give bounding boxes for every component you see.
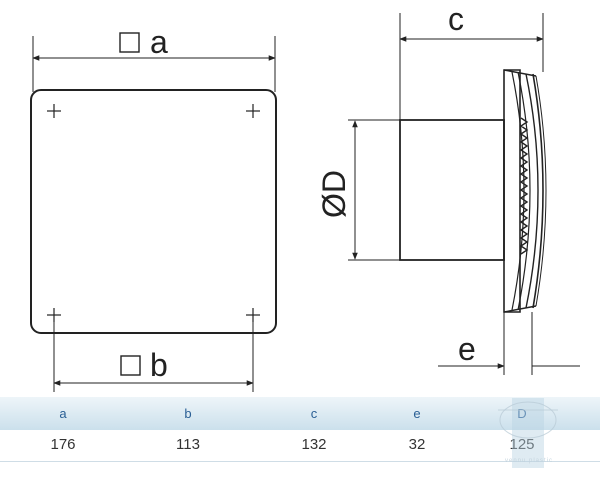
mounting-holes [47,104,260,322]
label-b: b [150,347,168,383]
square-symbol-b [120,355,141,376]
value-e: 32 [408,436,426,453]
value-d: 125 [509,436,535,453]
header-e: e [413,406,421,421]
front-cover-profile [532,73,544,309]
header-c: c [310,406,318,421]
table-header-row: a b c e D [0,397,600,430]
label-d: ØD [316,170,352,218]
value-b: 113 [176,436,200,453]
header-a: a [59,406,67,421]
value-c: 132 [301,436,327,453]
front-view [30,32,277,392]
watermark-text: vennu plastic [505,458,554,464]
dimension-table: a b c e D 176 113 132 32 125 [0,397,600,462]
side-view [348,13,580,375]
grille-louvres [519,117,529,255]
label-a: a [150,24,168,60]
value-a: 176 [50,436,76,453]
fan-dimension-drawing: a b c ØD e [30,1,580,392]
duct-spigot [399,119,505,261]
square-symbol-a [119,32,140,53]
header-b: b [184,406,192,421]
label-c: c [448,1,464,37]
header-d: D [517,406,527,421]
front-panel [30,89,277,334]
label-e: e [458,331,476,367]
housing-back [503,69,521,313]
